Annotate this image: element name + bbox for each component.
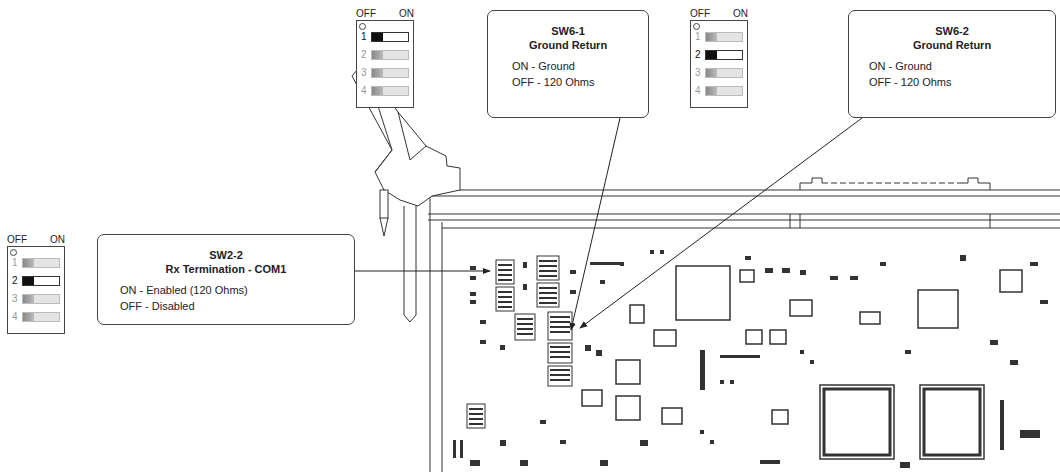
switch-position-number: 4	[361, 85, 367, 97]
callout-heading: SW6-1	[496, 24, 640, 38]
switch-position-number: 3	[361, 67, 367, 79]
switch-position-number: 1	[12, 257, 18, 269]
callout-body: OFF - 120 Ohms	[869, 74, 1047, 90]
switch-on-label: ON	[399, 8, 414, 19]
switch-slider	[371, 68, 409, 78]
dip-switch-icon: OFF ON 1 2 3 4	[690, 8, 748, 110]
switch-position-number: 4	[695, 85, 701, 97]
callout-body: ON - Enabled (120 Ohms)	[120, 282, 346, 298]
switch-position-number: 2	[695, 49, 701, 61]
switch-on-label: ON	[733, 8, 748, 19]
switch-position-number: 2	[12, 275, 18, 287]
switch-knob	[372, 33, 383, 41]
callout-body: OFF - 120 Ohms	[512, 74, 640, 90]
switch-position-number: 1	[695, 31, 701, 43]
switch-knob	[23, 277, 34, 285]
switch-knob	[706, 69, 717, 77]
switch-slider	[705, 68, 743, 78]
switch-position-number: 3	[695, 67, 701, 79]
switch-knob	[23, 259, 34, 267]
switch-slider	[22, 276, 60, 286]
callout-body: ON - Ground	[512, 58, 640, 74]
switch-slider	[371, 32, 409, 42]
callout-heading: Ground Return	[496, 38, 640, 52]
switch-body: 1 2 3 4	[690, 20, 748, 108]
switch-slider	[705, 50, 743, 60]
switch-slider	[705, 86, 743, 96]
callout-box: SW6-1Ground Return ON - GroundOFF - 120 O…	[487, 10, 649, 118]
switch-slider	[22, 312, 60, 322]
switch-position-number: 2	[361, 49, 367, 61]
switch-knob	[706, 33, 717, 41]
callout-body: OFF - Disabled	[120, 298, 346, 314]
switch-knob	[706, 87, 717, 95]
switch-slider	[371, 50, 409, 60]
switch-off-label: OFF	[356, 8, 376, 19]
dip-switch-icon: OFF ON 1 2 3 4	[356, 8, 414, 110]
switch-index-dot	[10, 249, 17, 256]
switch-off-label: OFF	[7, 234, 27, 245]
switch-knob	[372, 51, 383, 59]
switch-on-label: ON	[50, 234, 65, 245]
switch-knob	[706, 51, 717, 59]
callout-box: SW2-2Rx Termination - COM1 ON - Enabled (…	[97, 234, 355, 325]
callout-body: ON - Ground	[869, 58, 1047, 74]
switch-slider	[371, 86, 409, 96]
switch-knob	[23, 295, 34, 303]
switch-knob	[23, 313, 34, 321]
switch-slider	[22, 258, 60, 268]
callout-heading: Ground Return	[857, 38, 1047, 52]
switch-body: 1 2 3 4	[356, 20, 414, 108]
switch-position-number: 1	[361, 31, 367, 43]
switch-slider	[22, 294, 60, 304]
switch-position-number: 3	[12, 293, 18, 305]
switch-knob	[372, 87, 383, 95]
dip-switch-icon: OFF ON 1 2 3 4	[7, 234, 65, 336]
callout-heading: Rx Termination - COM1	[106, 262, 346, 276]
switch-off-label: OFF	[690, 8, 710, 19]
switch-knob	[372, 69, 383, 77]
callout-heading: SW2-2	[106, 248, 346, 262]
switch-index-dot	[359, 23, 366, 30]
switch-index-dot	[693, 23, 700, 30]
switch-slider	[705, 32, 743, 42]
callout-heading: SW6-2	[857, 24, 1047, 38]
callout-box: SW6-2Ground Return ON - GroundOFF - 120 O…	[848, 10, 1056, 118]
switch-body: 1 2 3 4	[7, 246, 65, 334]
switch-position-number: 4	[12, 311, 18, 323]
